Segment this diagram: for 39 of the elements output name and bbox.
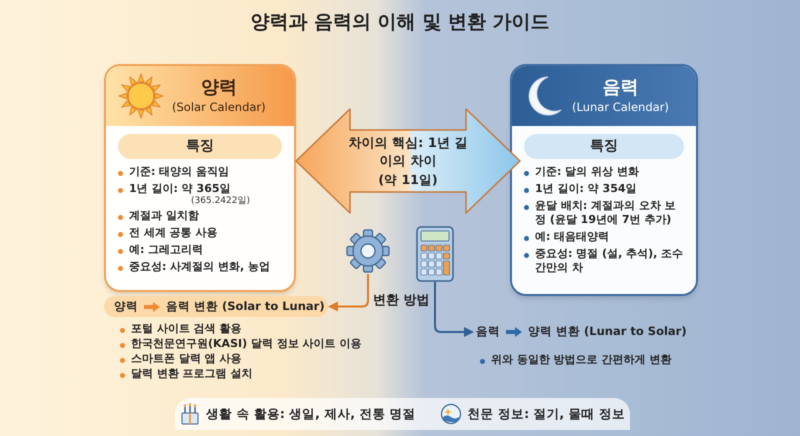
card-subtitle: (Solar Calendar) — [172, 99, 266, 115]
list-item-text: 포털 사이트 검색 활용 — [131, 322, 242, 336]
list-item-text: 기준: 달의 위상 변화 — [535, 165, 639, 179]
section-pill: 특징 — [524, 134, 684, 159]
list-item-text: 위와 동일한 방법으로 간편하게 변환 — [491, 353, 672, 367]
list-item-text: 예: 태음태양력 — [535, 230, 610, 244]
section-label: 변환 방법 — [373, 292, 430, 310]
list-item-text: 예: 그레고리력 — [129, 243, 204, 257]
list-item-text: 기준: 태양의 움직임 — [129, 165, 230, 179]
connector-arrow — [434, 282, 474, 337]
calendar-card — [510, 64, 698, 296]
card-title: 음력 — [602, 77, 638, 99]
key-difference-text: 차이의 핵심: 1년 길이의 차이 — [348, 134, 468, 170]
connector-arrow — [328, 274, 369, 312]
calendar-card — [104, 64, 296, 292]
conversion-from: 양력 — [114, 298, 138, 315]
key-difference-note: (약 11일) — [378, 170, 438, 188]
list-item-text: 1년 길이: 약 365일 — [129, 182, 231, 196]
conversion-to: 양력 변환 (Lunar to Solar) — [528, 323, 687, 340]
card-subtitle: (Lunar Calendar) — [572, 99, 669, 115]
info-bar — [175, 398, 630, 430]
title: 양력과 음력의 이해 및 변환 가이드 — [249, 10, 551, 35]
list-item-text: 전 세계 공통 사용 — [129, 226, 218, 240]
info-text: 천문 정보: 절기, 물때 정보 — [468, 404, 625, 423]
conversion-from: 음력 — [476, 323, 500, 340]
list-item-text: 중요성: 명절 (설, 추석), 조수 간만의 차 — [535, 247, 684, 275]
conversion-pill — [104, 296, 328, 317]
list-item-text: 윤달 배치: 계절과의 오차 보정 (윤달 19년에 7번 추가) — [535, 199, 677, 227]
conversion-to: 음력 변환 (Solar to Lunar) — [166, 298, 325, 315]
card-title: 양력 — [200, 77, 237, 99]
list-item-text: 달력 변환 프로그램 설치 — [131, 367, 252, 381]
list-item-text: 1년 길이: 약 354일 — [535, 182, 637, 196]
section-pill: 특징 — [118, 134, 282, 159]
list-item-text: 스마트폰 달력 앱 사용 — [131, 352, 242, 366]
list-item-text: 중요성: 사계절의 변화, 농업 — [129, 260, 270, 274]
list-item-text: 한국천문연구원(KASI) 달력 정보 사이트 이용 — [131, 337, 362, 351]
list-item-text: 계절과 일치함 — [129, 209, 199, 223]
note-text: (365.2422일) — [191, 196, 251, 206]
info-text: 생활 속 활용: 생일, 제사, 전통 명절 — [206, 404, 416, 423]
